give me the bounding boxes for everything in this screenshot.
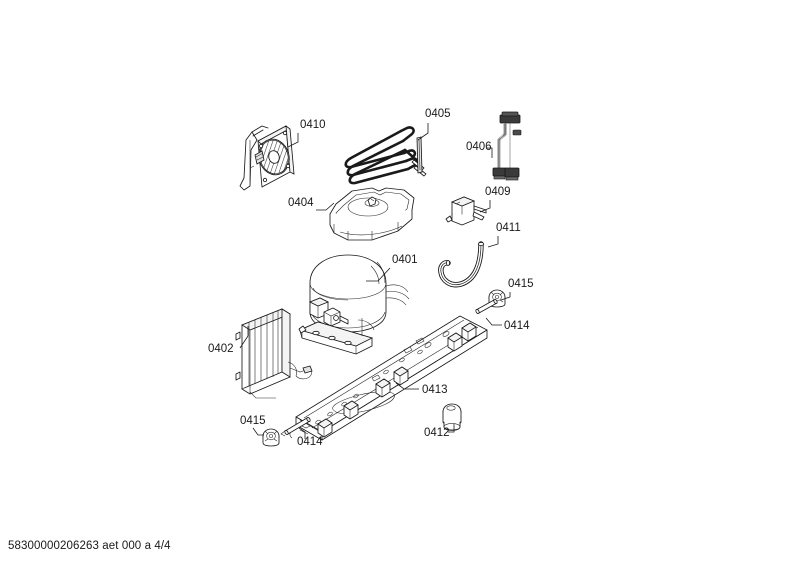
part-0406-wiring-harness xyxy=(492,111,522,181)
rail-clip xyxy=(343,400,359,420)
part-0411-drain-hose xyxy=(438,241,485,288)
leader-line-rubber-grommet-upper xyxy=(500,292,511,301)
part-label-start-relay: 0409 xyxy=(485,186,511,198)
part-0409-start-relay xyxy=(445,196,487,226)
leader-line-wiring-harness xyxy=(486,147,493,158)
part-0414-pin-upper xyxy=(475,299,498,314)
leader-line-mounting-pin-upper xyxy=(485,317,502,326)
leader-line-rubber-grommet-lower xyxy=(252,427,264,436)
leader-line-mounting-pin-lower xyxy=(298,427,306,439)
part-labels-layer: 0401 0402 0404 0405 0406 0409 0411 0412 0413 0414… xyxy=(208,108,534,448)
part-label-drain-hose: 0411 xyxy=(496,222,521,234)
leader-line-heating-element xyxy=(417,123,429,141)
part-label-evaporator-fan: 0410 xyxy=(300,119,326,131)
part-label-rubber-foot: 0412 xyxy=(424,427,450,439)
leader-line-compressor xyxy=(366,267,391,282)
leader-line-drain-hose xyxy=(487,236,499,248)
part-label-condenser-unit: 0402 xyxy=(208,343,234,355)
part-label-mounting-pin-lower: 0414 xyxy=(297,436,323,448)
part-0412-rubber-foot xyxy=(442,403,462,431)
part-0404-drip-tray xyxy=(329,187,415,241)
part-label-rubber-grommet-lower: 0415 xyxy=(240,415,266,427)
rail-clip xyxy=(317,418,333,438)
leader-line-rubber-foot xyxy=(448,424,455,433)
part-label-rubber-grommet-upper: 0415 xyxy=(508,278,534,290)
part-0401-compressor xyxy=(298,254,410,355)
footer-document-code: 58300000206263 aet 000 a 4/4 xyxy=(8,540,171,552)
part-0410-evaporator-fan xyxy=(239,125,295,191)
part-label-heating-element: 0405 xyxy=(425,108,451,120)
leader-line-start-relay xyxy=(479,200,491,213)
part-0415-grommet-lower xyxy=(262,428,280,447)
leader-line-mounting-rail xyxy=(395,382,419,390)
part-label-drip-tray: 0404 xyxy=(288,197,314,209)
part-0402-condenser-unit xyxy=(235,308,313,399)
leader-line-drip-tray xyxy=(316,202,335,211)
part-label-wiring-harness: 0406 xyxy=(466,141,492,153)
part-label-mounting-pin-upper: 0414 xyxy=(504,320,530,332)
leader-line-evaporator-fan xyxy=(287,133,299,148)
leader-line-condenser-unit xyxy=(239,326,249,349)
rail-clip xyxy=(375,378,391,398)
part-label-compressor: 0401 xyxy=(392,254,418,266)
rail-clip xyxy=(393,366,409,386)
rail-clip xyxy=(447,332,463,352)
part-0414-pin-lower xyxy=(280,417,311,437)
part-0405-heating-element xyxy=(344,126,427,185)
leader-lines-layer xyxy=(239,123,511,439)
part-label-mounting-rail: 0413 xyxy=(422,384,448,396)
